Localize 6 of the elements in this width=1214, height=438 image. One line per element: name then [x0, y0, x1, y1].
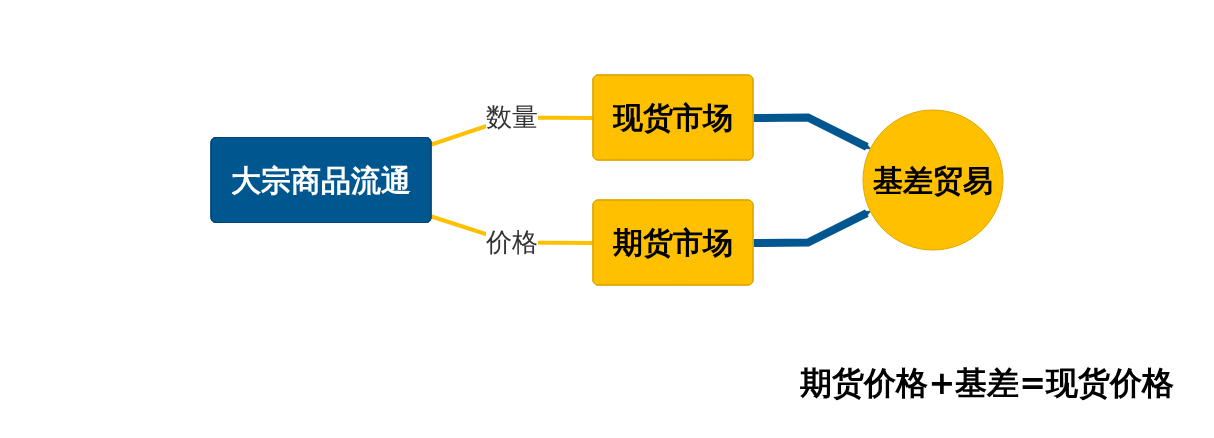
arrow	[753, 209, 871, 247]
formula-text: 期货价格+基差=现货价格	[800, 363, 1174, 404]
node-circle: 基差贸易	[862, 109, 1004, 251]
edge-label: 数量	[486, 102, 538, 132]
edge-label: 价格	[486, 227, 538, 257]
arrow	[753, 113, 871, 151]
